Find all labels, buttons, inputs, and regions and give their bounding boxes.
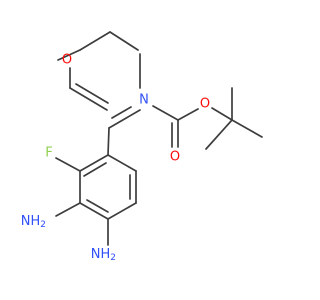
bond-ar3-nh2 bbox=[55, 202, 81, 217]
bond-n-ccarb bbox=[152, 105, 179, 121]
bond-cq-me2 bbox=[231, 119, 263, 138]
bond-c2-o bbox=[57, 49, 81, 61]
atom-amine-b: NH2 bbox=[91, 247, 116, 264]
atom-nitrogen-ring: N bbox=[139, 93, 149, 108]
bond-ar1-ar2-inner bbox=[83, 162, 107, 177]
bonds bbox=[55, 31, 263, 246]
amine-b-label: NH bbox=[91, 247, 111, 262]
atom-amine-a: NH2 bbox=[21, 214, 46, 231]
bond-ar6-ar1 bbox=[107, 154, 137, 172]
amine-a-subscript: 2 bbox=[40, 220, 46, 230]
bond-c4-ar1 bbox=[107, 127, 110, 156]
atom-fluorine: F bbox=[45, 146, 52, 161]
bond-c1-c2 bbox=[79, 31, 111, 51]
amine-a-label: NH bbox=[21, 214, 41, 229]
bond-ar4-ar5 bbox=[107, 202, 137, 220]
bond-n-ring bbox=[108, 109, 141, 129]
bond-n-c4 bbox=[111, 106, 132, 119]
bond-ccarb-oester bbox=[177, 108, 199, 121]
atom-oxygen-carbonyl: O bbox=[170, 150, 180, 165]
bond-c3-c4-inner bbox=[75, 83, 109, 104]
amine-b-subscript: 2 bbox=[110, 253, 116, 263]
atom-labels: O N O O F NH2 NH2 bbox=[21, 53, 210, 264]
bond-c3-c4 bbox=[69, 87, 108, 111]
bond-ar2-f bbox=[55, 157, 81, 172]
atom-oxygen-ring: O bbox=[62, 53, 72, 68]
bond-c1-n bbox=[109, 31, 139, 51]
bond-oester-cq bbox=[211, 107, 233, 121]
bond-cq-me3 bbox=[205, 119, 233, 150]
molecule-drawing: O N O O F NH2 NH2 bbox=[21, 31, 263, 264]
bond-ar1-ar2 bbox=[79, 154, 109, 172]
atom-oxygen-ester: O bbox=[200, 97, 210, 112]
structure-canvas: O N O O F NH2 NH2 bbox=[21, 31, 263, 264]
bond-ar3-ar4-inner bbox=[86, 199, 109, 213]
bond-ar3-ar4 bbox=[79, 202, 109, 220]
